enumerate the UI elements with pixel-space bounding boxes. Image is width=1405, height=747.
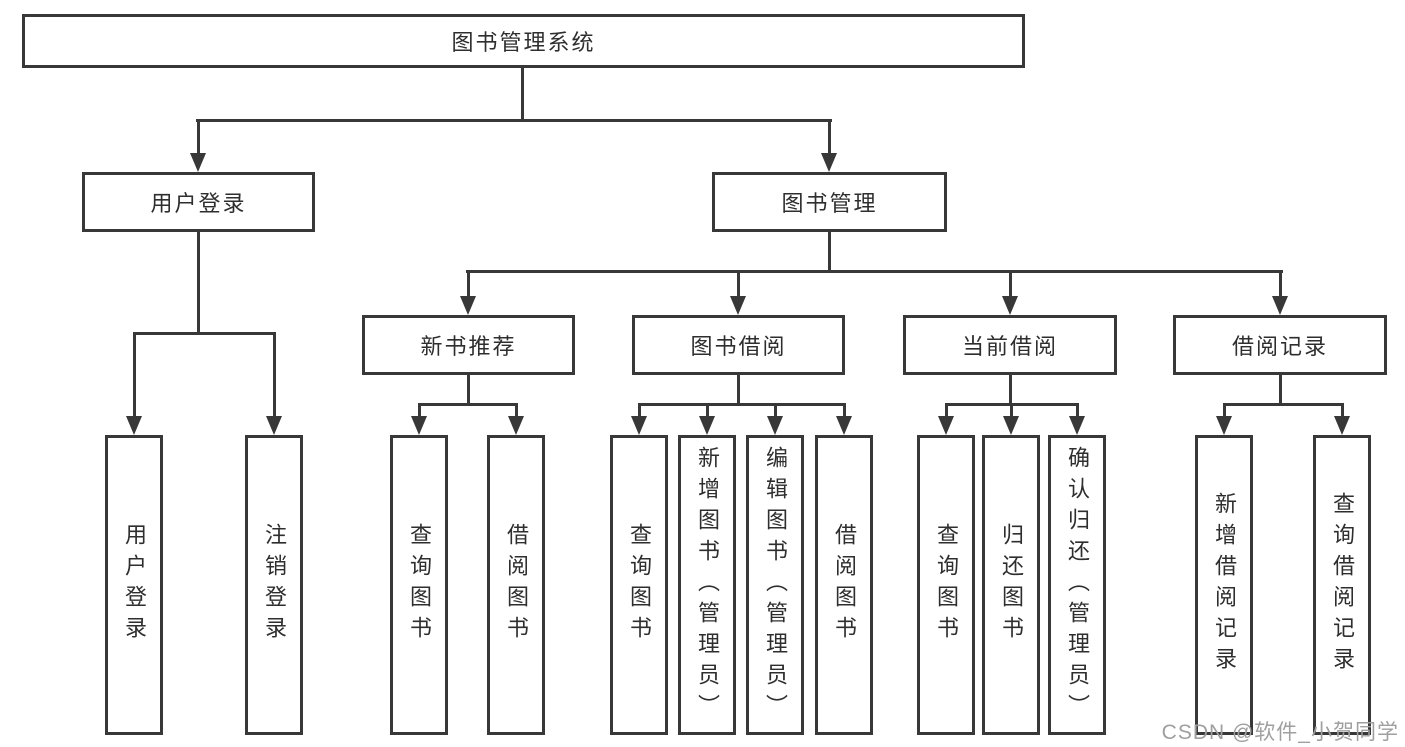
connector-stem (774, 403, 777, 418)
node-user-login: 用户登录 (82, 172, 315, 232)
connector-stem (418, 403, 421, 418)
connector-stem (1076, 403, 1079, 418)
arrowhead (126, 416, 142, 435)
connector-stem (197, 119, 200, 157)
node-book-borrowing: 图书借阅 (632, 315, 845, 375)
arrowhead (266, 416, 282, 435)
connector-book-management-stub (828, 232, 831, 270)
connector-user-login-rail (133, 332, 275, 335)
arrowhead (699, 416, 715, 435)
connector-stem (706, 403, 709, 418)
arrowhead (938, 416, 954, 435)
connector-stem (1010, 403, 1013, 418)
connector-new-book-rail (418, 403, 518, 406)
connector-records-stub (1279, 375, 1282, 404)
arrowhead (1272, 296, 1288, 315)
connector-stem (638, 403, 641, 418)
arrowhead (730, 296, 746, 315)
node-root: 图书管理系统 (22, 14, 1025, 68)
leaf-borrow-books-2: 借阅图书 (815, 435, 873, 735)
leaf-query-books-2: 查询图书 (610, 435, 668, 735)
connector-level2-rail (196, 119, 832, 122)
connector-book-borrowing-rail (638, 403, 846, 406)
connector-stem (945, 403, 948, 418)
leaf-add-book-admin: 新增图书（管理员） (678, 435, 736, 735)
leaf-return-book: 归还图书 (982, 435, 1040, 735)
node-book-management: 图书管理 (712, 172, 947, 232)
connector-book-borrowing-stub (737, 375, 740, 404)
arrowhead (1003, 416, 1019, 435)
connector-current-borrowing-stub (1009, 375, 1012, 404)
arrowhead (836, 416, 852, 435)
leaf-borrow-books-1: 借阅图书 (487, 435, 545, 735)
arrowhead (1216, 416, 1232, 435)
arrowhead (411, 416, 427, 435)
arrowhead (1334, 416, 1350, 435)
connector-stem (843, 403, 846, 418)
connector-stem (1223, 403, 1226, 418)
connector-stem (737, 270, 740, 300)
node-current-borrowing: 当前借阅 (903, 315, 1117, 375)
csdn-watermark: CSDN @软件_小贺同学 (1161, 721, 1399, 744)
arrowhead (821, 153, 837, 172)
connector-stem (467, 270, 470, 300)
connector-user-login-stub (197, 232, 200, 332)
arrowhead (1069, 416, 1085, 435)
connector-stem (828, 119, 831, 157)
leaf-add-borrow-record: 新增借阅记录 (1195, 435, 1253, 735)
connector-level3-rail (466, 270, 1283, 273)
leaf-user-login: 用户登录 (105, 435, 163, 735)
node-borrowing-records: 借阅记录 (1173, 315, 1387, 375)
arrowhead (460, 296, 476, 315)
connector-new-book-stub (467, 375, 470, 404)
arrowhead (190, 153, 206, 172)
connector-stem (1279, 270, 1282, 300)
connector-stem (515, 403, 518, 418)
node-new-book-recommend: 新书推荐 (362, 315, 575, 375)
arrowhead (767, 416, 783, 435)
leaf-query-borrow-record: 查询借阅记录 (1313, 435, 1371, 735)
connector-stem (273, 332, 276, 420)
connector-root-stub (521, 68, 524, 122)
connector-records-rail (1223, 403, 1344, 406)
connector-stem (1009, 270, 1012, 300)
leaf-query-books-3: 查询图书 (917, 435, 975, 735)
arrowhead (631, 416, 647, 435)
arrowhead (1002, 296, 1018, 315)
leaf-query-books-1: 查询图书 (390, 435, 448, 735)
arrowhead (508, 416, 524, 435)
connector-stem (1341, 403, 1344, 418)
connector-stem (133, 332, 136, 420)
leaf-edit-book-admin: 编辑图书（管理员） (746, 435, 804, 735)
leaf-logout: 注销登录 (245, 435, 303, 735)
leaf-confirm-return-admin: 确认归还（管理员） (1048, 435, 1106, 735)
